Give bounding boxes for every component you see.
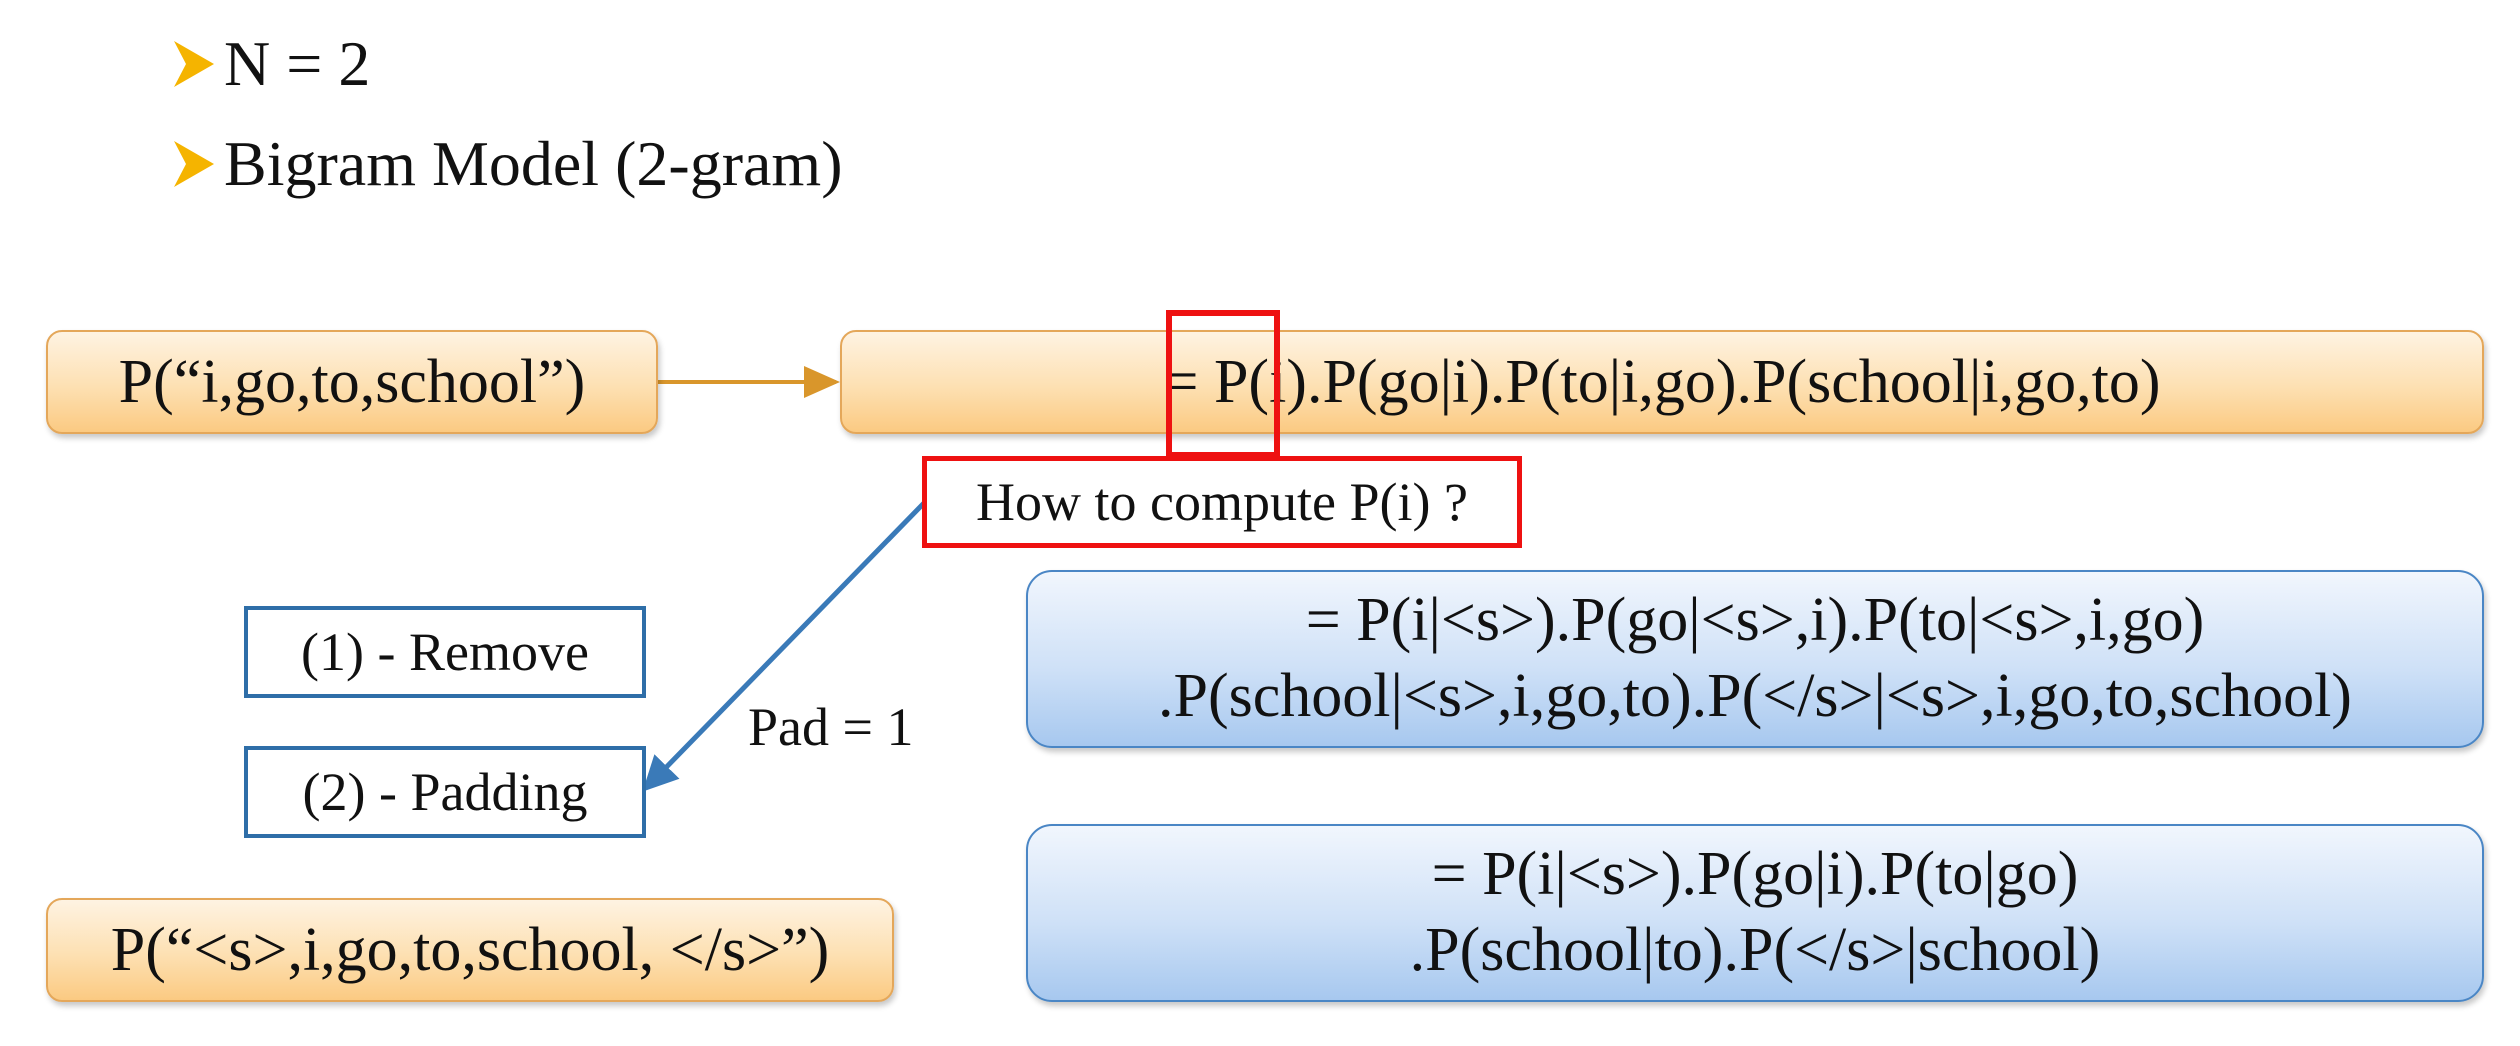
padded-sentence-box: P(“<s>,i,go,to,school, </s>”) — [46, 898, 894, 1002]
p-i-highlight-frame — [1166, 310, 1280, 458]
arrowhead-bullet-icon — [172, 39, 216, 89]
sentence-probability-box: P(“i,go,to,school”) — [46, 330, 658, 434]
question-box: How to compute P(i) ? — [922, 456, 1522, 548]
chain-rule-text: = P(i).P(go|i).P(to|i,go).P(school|i,go,… — [1163, 347, 2161, 416]
pad-label: Pad = 1 — [748, 697, 914, 757]
chain-rule-box: = P(i).P(go|i).P(to|i,go).P(school|i,go,… — [840, 330, 2484, 434]
option-remove-text: (1) - Remove — [301, 622, 589, 682]
bullet-item-bigram: Bigram Model (2-gram) — [172, 132, 843, 196]
option-padding-box: (2) - Padding — [244, 746, 646, 838]
bigram-approximation-box: = P(i|<s>).P(go|i).P(to|go) .P(school|to… — [1026, 824, 2484, 1002]
question-to-padding-arrow — [642, 501, 926, 792]
option-remove-box: (1) - Remove — [244, 606, 646, 698]
sentence-probability-text: P(“i,go,to,school”) — [118, 347, 586, 416]
arrowhead-bullet-icon — [172, 139, 216, 189]
full-history-box: = P(i|<s>).P(go|<s>,i).P(to|<s>,i,go) .P… — [1026, 570, 2484, 748]
option-padding-text: (2) - Padding — [302, 762, 588, 822]
question-text: How to compute P(i) ? — [976, 472, 1468, 532]
bullet-item-n: N = 2 — [172, 32, 370, 96]
bullet-text-n: N = 2 — [224, 28, 371, 99]
bullet-text-bigram: Bigram Model (2-gram) — [224, 128, 843, 199]
bigram-line-1: = P(i|<s>).P(go|i).P(to|go) — [1431, 840, 2079, 909]
bigram-line-2: .P(school|to).P(</s>|school) — [1409, 916, 2101, 984]
full-history-line-1: = P(i|<s>).P(go|<s>,i).P(to|<s>,i,go) — [1305, 586, 2205, 655]
full-history-line-2: .P(school|<s>,i,go,to).P(</s>|<s>,i,go,t… — [1158, 662, 2352, 730]
padded-sentence-text: P(“<s>,i,go,to,school, </s>”) — [110, 915, 830, 984]
